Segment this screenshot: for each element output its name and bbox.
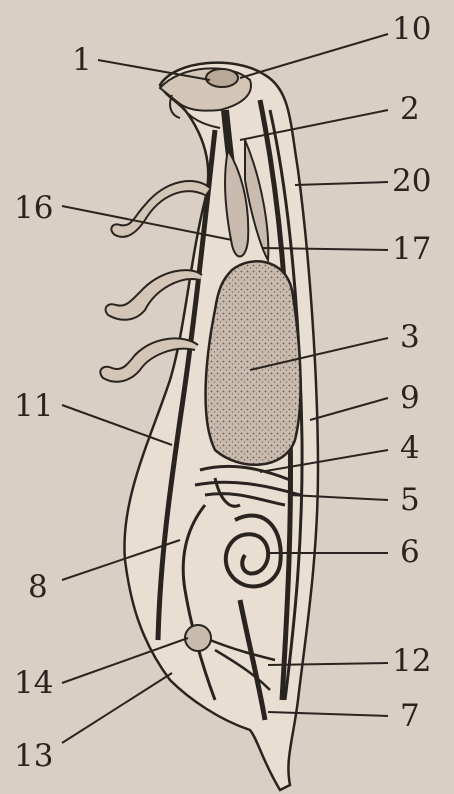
label-20: 20 — [392, 166, 431, 197]
label-3: 3 — [400, 322, 420, 353]
label-13: 13 — [14, 741, 53, 772]
label-11: 11 — [14, 391, 53, 422]
label-6: 6 — [400, 537, 420, 568]
midgut — [206, 261, 301, 464]
label-4: 4 — [400, 433, 420, 464]
leader-10 — [240, 34, 388, 78]
ovary — [185, 625, 211, 651]
label-12: 12 — [392, 646, 431, 677]
label-1: 1 — [72, 45, 92, 76]
leader-13 — [62, 673, 172, 743]
label-9: 9 — [400, 383, 420, 414]
label-10: 10 — [392, 14, 431, 45]
label-2: 2 — [400, 94, 420, 125]
brain — [206, 69, 238, 87]
label-14: 14 — [14, 668, 53, 699]
label-16: 16 — [14, 193, 53, 224]
label-7: 7 — [400, 701, 420, 732]
label-17: 17 — [392, 234, 431, 265]
label-8: 8 — [28, 572, 48, 603]
label-5: 5 — [400, 485, 420, 516]
leg-1 — [111, 181, 210, 237]
leader-20 — [295, 182, 388, 185]
leader-9 — [310, 398, 388, 420]
